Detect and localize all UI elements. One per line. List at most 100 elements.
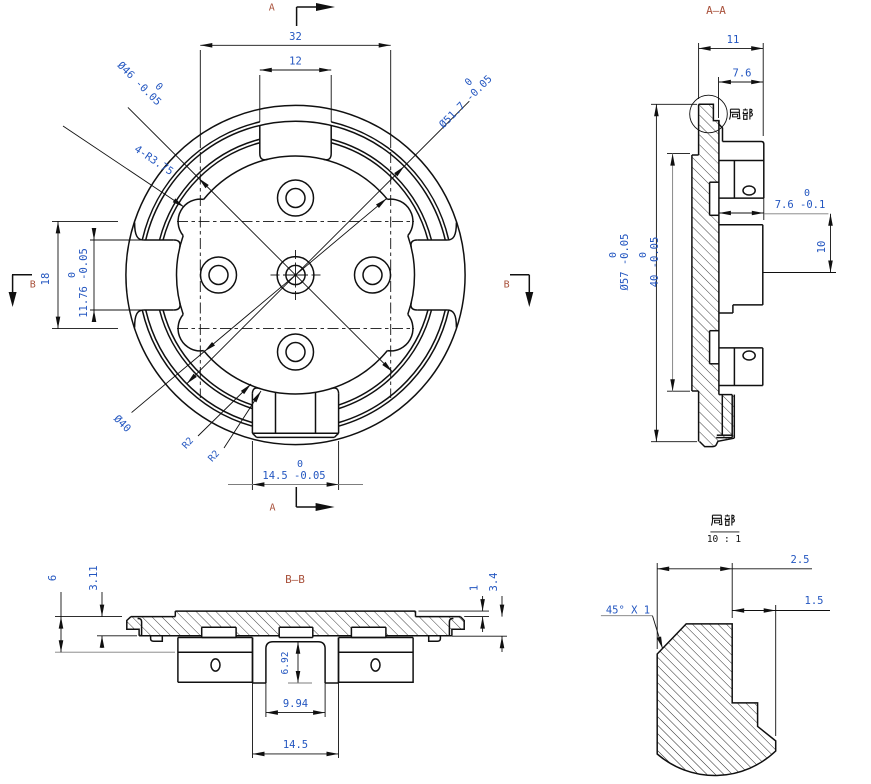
arrow-head: [656, 636, 663, 649]
arrow-head: [252, 751, 265, 757]
section-aa: A—A: [689, 4, 765, 448]
drawing-path: [710, 514, 723, 526]
detail-view: 10 : 1: [656, 514, 777, 777]
drawing-path: [427, 635, 442, 642]
drawing-path: [387, 198, 414, 237]
title-bb: B—B: [285, 573, 305, 586]
dim-3-11: 3.11: [88, 565, 100, 590]
arrow-head: [295, 671, 301, 683]
arrow-head: [316, 3, 335, 11]
drawing-path: [724, 514, 735, 526]
arrow-head: [382, 361, 393, 372]
drawing-path: [173, 301, 181, 311]
arrow-head: [670, 153, 675, 166]
drawing-path: [447, 309, 458, 328]
arrow-head: [91, 228, 97, 240]
drawing-path: [323, 153, 332, 161]
arrow-head: [751, 79, 764, 85]
drawing-path: [141, 310, 253, 427]
arrow-head: [91, 310, 97, 322]
drawing-path: [145, 120, 446, 240]
drawing-path: [126, 616, 140, 636]
arrow-head: [698, 46, 711, 51]
dim-r2a: R2: [180, 435, 196, 451]
arrow-head: [378, 43, 391, 48]
detail-title: [710, 514, 735, 526]
drawing-path: [259, 153, 268, 161]
dim-6: 6: [47, 575, 59, 581]
drawing-path: [203, 350, 388, 395]
arrow-head: [670, 379, 675, 392]
dim-10: 10: [816, 241, 828, 254]
section-bb: B—B: [126, 573, 465, 684]
arrow-head: [326, 482, 339, 487]
drawing-circle: [276, 179, 315, 217]
arrow-head: [828, 213, 833, 226]
drawing-path: [447, 222, 458, 241]
dim-6-92: 6.92: [280, 652, 291, 675]
arrow-head: [499, 604, 505, 617]
arrow-head: [58, 616, 64, 629]
arrow-head: [8, 292, 17, 307]
section-letter-a-bottom: A: [269, 503, 275, 514]
drawing-path: [728, 108, 741, 120]
drawing-path: [451, 616, 465, 636]
drawing-path: [133, 222, 144, 241]
drawing-line: [62, 125, 185, 208]
arrow-head: [720, 566, 733, 572]
arrow-head: [315, 503, 335, 511]
drawing-ellipse: [370, 658, 381, 672]
drawing-ellipse: [742, 185, 756, 196]
drawing-path: [722, 140, 765, 199]
dim-7-6-0-1-tol: 0: [804, 188, 810, 199]
drawing-circle: [362, 264, 383, 286]
title-aa: A—A: [706, 4, 726, 17]
drawing-path: [149, 635, 164, 642]
detail-scale: 10 : 1: [707, 534, 742, 545]
dim-1: 1: [469, 585, 481, 591]
dim-7-6-0-1: 7.6 -0.1: [775, 199, 826, 211]
dim-18: 18: [40, 273, 52, 286]
dim-12: 12: [289, 56, 302, 68]
dim-r2b: R2: [206, 448, 222, 464]
drawing-circle: [689, 94, 728, 134]
drawing-path: [177, 313, 204, 352]
arrow-head: [718, 79, 731, 85]
drawing-ellipse: [742, 350, 756, 361]
arrow-head: [252, 482, 265, 487]
drawing-path: [126, 611, 465, 636]
arrow-head: [480, 616, 485, 629]
section-letter-a-top: A: [269, 3, 275, 14]
arrow-head: [55, 316, 61, 329]
arrow-head: [172, 198, 184, 207]
arrow-head: [394, 166, 405, 177]
dim-11-76-tol: 0: [67, 272, 78, 278]
drawing-line: [197, 383, 252, 437]
dim-d40: Ø40: [111, 413, 133, 435]
arrow-head: [480, 599, 485, 612]
drawing-path: [448, 617, 454, 636]
drawing-circle: [125, 104, 466, 446]
aa-callout-label: [728, 108, 753, 120]
drawing-path: [145, 310, 253, 424]
arrow-head: [732, 608, 745, 613]
arrow-head: [295, 641, 301, 654]
dim-14-5: 14.5 -0.05: [262, 470, 325, 482]
drawing-path: [162, 309, 253, 406]
drawing-path: [338, 310, 450, 427]
drawing-path: [265, 641, 326, 683]
drawing-circle: [285, 187, 306, 209]
drawing-path: [158, 309, 253, 410]
drawing-path: [177, 198, 204, 237]
arrow-head: [828, 260, 833, 273]
drawing-path: [137, 617, 143, 636]
arrow-head: [265, 710, 278, 715]
dim-32: 32: [289, 31, 302, 43]
drawing-path: [656, 623, 777, 777]
drawing-line: [131, 351, 205, 413]
drawing-line: [251, 432, 258, 438]
arrow-head: [751, 46, 764, 51]
